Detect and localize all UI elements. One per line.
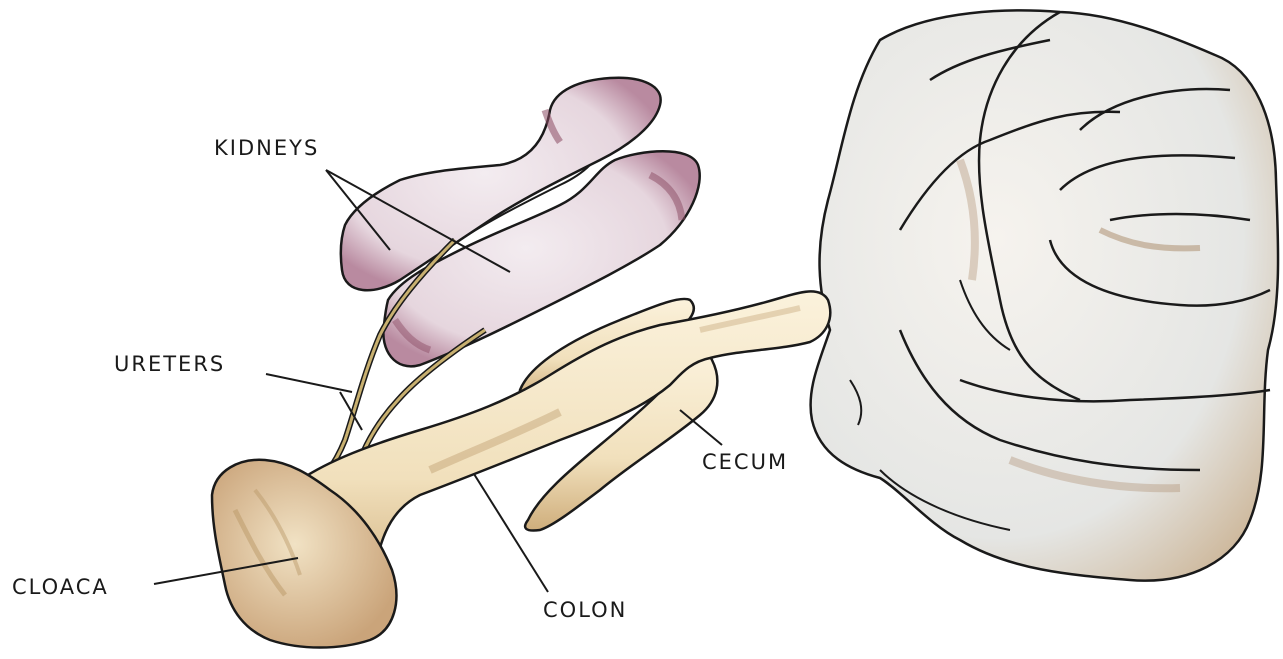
label-cloaca: CLOACA	[12, 575, 109, 599]
intestine-mass	[811, 10, 1279, 580]
label-cecum: CECUM	[702, 450, 788, 474]
label-colon: COLON	[543, 598, 627, 622]
label-kidneys: KIDNEYS	[214, 136, 319, 160]
leader-line-colon	[474, 474, 548, 592]
label-ureters: URETERS	[114, 352, 225, 376]
leader-line-ureters	[266, 374, 352, 392]
